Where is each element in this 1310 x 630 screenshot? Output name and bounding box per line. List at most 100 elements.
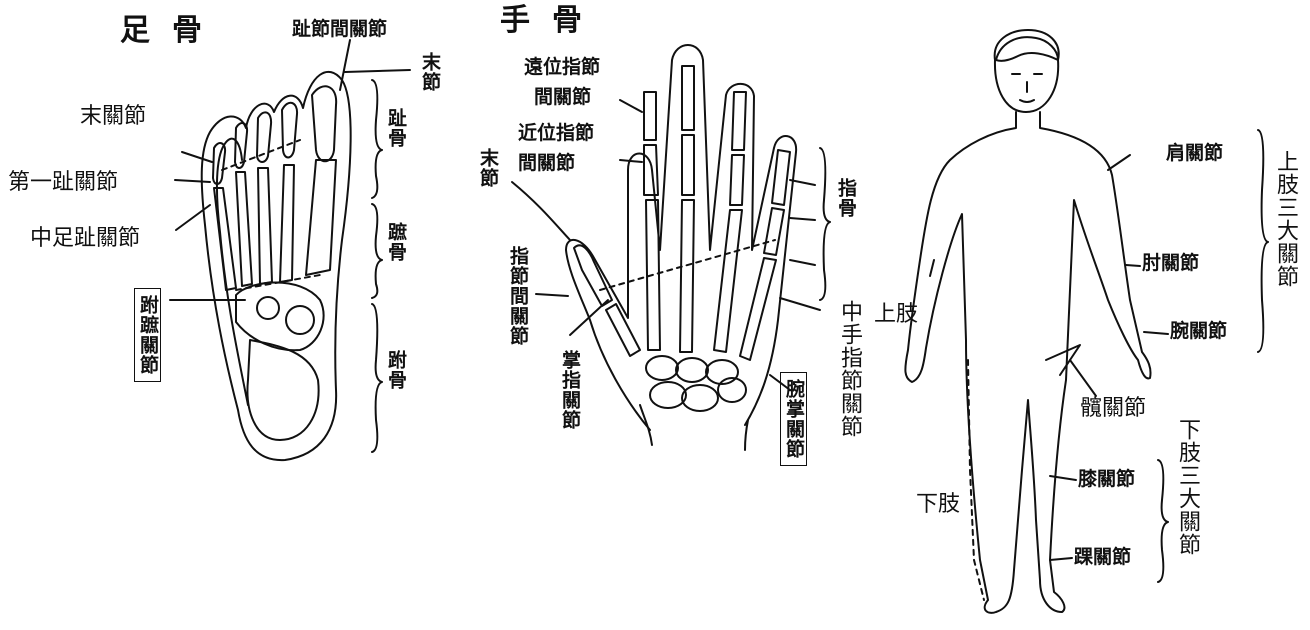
tarsal-bone [285, 305, 315, 335]
label-lower-limb: 下肢 [916, 492, 961, 517]
label-midhand-joint: 中手指節關節 [837, 300, 862, 438]
label-pip-1: 近位指節 [518, 122, 595, 144]
joint-dashes [221, 139, 301, 171]
hand-outline [565, 44, 798, 431]
foot-drawing [169, 39, 411, 462]
hair [995, 36, 1059, 62]
leader-line [1069, 359, 1097, 397]
finger-bone [643, 91, 657, 141]
bracket-phalanges [819, 147, 831, 301]
thumb-bone [573, 244, 613, 307]
toe-1 [311, 85, 338, 163]
label-upper-limb-three: 上肢三大關節 [1273, 150, 1298, 288]
leader-line [789, 259, 816, 266]
metacarpal [739, 257, 777, 361]
label-tarsals: 跗骨 [385, 350, 407, 390]
leader-line [619, 159, 643, 163]
metatarsal-4 [235, 171, 253, 287]
face-features [1011, 73, 1043, 103]
label-metatarsals: 蹠骨 [385, 222, 407, 262]
carpal-bone [681, 384, 719, 412]
leader-line [619, 99, 643, 113]
leader-line [174, 179, 211, 183]
leader-line [344, 69, 411, 73]
label-metatarsophalangeal: 中足趾關節 [30, 226, 141, 251]
toe-3 [256, 111, 273, 163]
wrist-outline [639, 404, 653, 446]
label-wrist: 腕關節 [1170, 320, 1228, 342]
calcaneus [246, 339, 320, 441]
label-elbow: 肘關節 [1142, 252, 1200, 274]
metatarsal-3 [257, 167, 273, 285]
label-carpometacarpal: 腕掌關節 [780, 372, 807, 466]
leader-line [1125, 264, 1141, 267]
label-distal-joint: 末關節 [80, 104, 147, 129]
carpal-bone [649, 381, 687, 409]
finger-bone [771, 149, 791, 206]
leader-line [569, 299, 609, 336]
finger-bone [643, 144, 659, 196]
metatarsal-5 [213, 187, 237, 291]
foot-title: 足骨 [120, 13, 224, 48]
leader-line [181, 151, 213, 163]
label-first-toe-joint: 第一趾關節 [8, 170, 119, 195]
label-dip-2: 間關節 [534, 86, 592, 108]
label-ankle: 踝關節 [1074, 546, 1132, 568]
leader-line [1143, 331, 1169, 335]
leader-line [511, 181, 571, 241]
label-toe-phalanges: 趾骨 [385, 108, 407, 148]
joint-dashes [599, 239, 776, 291]
metacarpal [645, 199, 661, 351]
leader-line [535, 293, 569, 297]
label-upper-limb: 上肢 [874, 302, 919, 327]
label-tarsometatarsal: 跗蹠關節 [134, 288, 161, 382]
carpal-bone [717, 377, 747, 403]
leader-line [789, 217, 816, 221]
finger-bone [681, 134, 695, 196]
bracket-lower-limb [1157, 459, 1169, 583]
body-outline [904, 111, 1152, 614]
thumb-bone [605, 303, 641, 357]
finger-bone [731, 91, 747, 151]
label-toe-distal: 末節 [419, 52, 441, 92]
leader-line [1107, 154, 1131, 171]
hand-title: 手骨 [500, 3, 604, 38]
label-lower-limb-three: 下肢三大關節 [1175, 418, 1200, 556]
metacarpal [713, 209, 743, 353]
finger-bone [681, 65, 695, 131]
leader-line [175, 204, 211, 231]
leader-line [779, 297, 821, 311]
label-knee: 膝關節 [1078, 468, 1136, 490]
label-dip-1: 遠位指節 [524, 56, 601, 78]
metatarsal-1 [305, 159, 337, 276]
leader-line [1049, 557, 1073, 561]
hand-drawing [511, 44, 831, 451]
body-drawing [904, 29, 1269, 614]
carpal-bone [705, 359, 739, 385]
bracket-metatarsals [371, 203, 383, 299]
tarsal-bone [256, 296, 280, 320]
foot-inner-outline [215, 137, 249, 406]
label-pip-2: 間關節 [518, 152, 576, 174]
bracket-phalanges [371, 79, 383, 199]
head [993, 29, 1060, 113]
metatarsal-2 [279, 164, 295, 283]
lower-limb-dashes [967, 359, 985, 601]
toe-2 [281, 101, 299, 159]
carpal-bone [675, 357, 709, 383]
finger-bone [763, 207, 785, 256]
lower-limb-dashes [1045, 344, 1081, 376]
label-finger-interphalangeal: 指節間關節 [507, 246, 529, 346]
leader-line [1049, 475, 1077, 481]
carpal-bone [645, 355, 679, 381]
label-finger-phalanges: 指骨 [835, 178, 857, 218]
label-toe-interphalangeal: 趾節間關節 [292, 18, 388, 40]
leader-line [929, 259, 935, 277]
label-hip: 髖關節 [1080, 396, 1147, 421]
label-shoulder: 肩關節 [1166, 142, 1224, 164]
label-metacarpophalangeal: 掌指關節 [559, 350, 581, 430]
leader-line [789, 179, 816, 186]
bracket-tarsals [371, 303, 383, 453]
bracket-upper-limb [1257, 129, 1269, 353]
